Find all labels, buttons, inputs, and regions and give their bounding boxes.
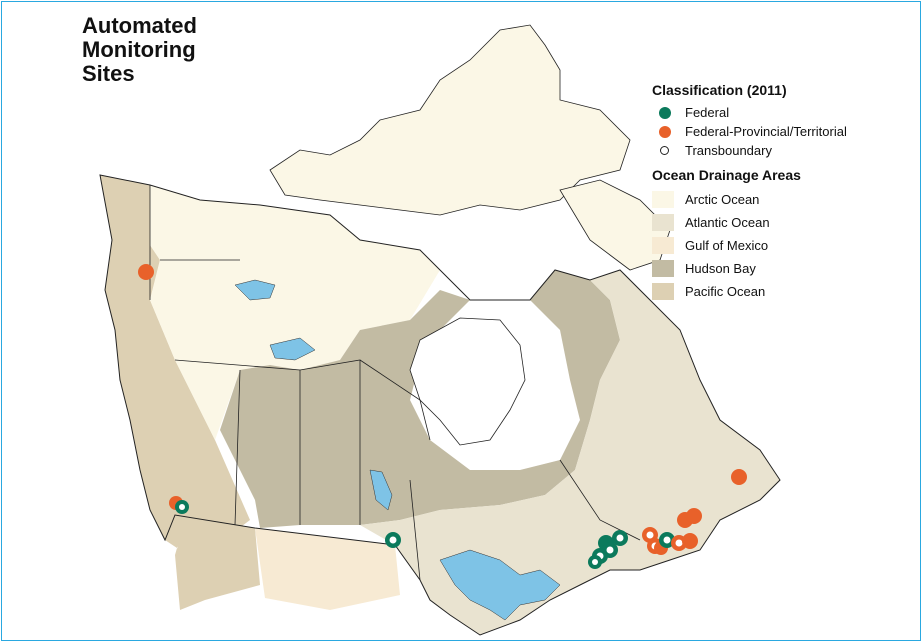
legend-item-pacific-ocean: Pacific Ocean: [652, 280, 912, 303]
gulf-of-mexico-drainage: [255, 528, 400, 610]
legend-item-federal: Federal: [652, 103, 912, 122]
great-bear-lake: [234, 279, 276, 301]
legend-label: Federal-Provincial/Territorial: [685, 124, 847, 139]
legend-item-gulf-of-mexico: Gulf of Mexico: [652, 234, 912, 257]
legend-label: Federal: [685, 105, 730, 120]
legend-label: Gulf of Mexico: [685, 238, 769, 253]
hudson-bay-swatch: [652, 260, 674, 277]
site-transboundary-marker: [179, 504, 185, 510]
pacific-ocean-drainage: [100, 175, 250, 610]
hudson-bay-water: [409, 317, 526, 446]
site-transboundary-marker: [663, 536, 671, 544]
legend-item-atlantic-ocean: Atlantic Ocean: [652, 211, 912, 234]
legend-item-hudson-bay: Hudson Bay: [652, 257, 912, 280]
legend-drainage-heading: Ocean Drainage Areas: [652, 167, 801, 183]
gulf-of-mexico-swatch: [652, 237, 674, 254]
arctic-islands: [269, 24, 631, 216]
pacific-ocean-drainage-south: [175, 515, 260, 600]
legend-item-federal-provincial: Federal-Provincial/Territorial: [652, 122, 912, 141]
legend-label: Arctic Ocean: [685, 192, 760, 207]
federal-provincial-circle-icon: [659, 126, 671, 138]
site-federal-provincial-ns[interactable]: [682, 533, 698, 549]
legend-label: Atlantic Ocean: [685, 215, 770, 230]
legend-label: Pacific Ocean: [685, 284, 766, 299]
legend-item-arctic-ocean: Arctic Ocean: [652, 188, 912, 211]
site-transboundary-marker: [675, 539, 683, 547]
lake-winnipeg: [369, 469, 393, 511]
title-line-2: Monitoring: [82, 37, 196, 62]
site-transboundary-marker: [606, 546, 614, 554]
site-transboundary-marker: [592, 559, 598, 565]
monitoring-sites: [138, 264, 747, 569]
site-transboundary-marker: [389, 536, 397, 544]
site-federal-provincial-yukon[interactable]: [138, 264, 154, 280]
transboundary-circle-icon: [660, 146, 669, 155]
provincial-borders: [149, 185, 641, 581]
canada-outline: [99, 174, 781, 636]
site-transboundary-marker: [616, 534, 624, 542]
arctic-ocean-swatch: [652, 191, 674, 208]
title-line-1: Automated: [82, 13, 197, 38]
federal-circle-icon: [659, 107, 671, 119]
title-line-3: Sites: [82, 61, 135, 86]
site-federal-provincial-ns[interactable]: [686, 508, 702, 524]
hudson-bay-drainage: [220, 270, 620, 528]
map-legend: Classification (2011) Federal Federal-Pr…: [652, 82, 912, 303]
great-slave-lake: [269, 337, 316, 361]
site-transboundary-marker: [646, 531, 654, 539]
legend-classification-heading: Classification (2011): [652, 82, 787, 98]
great-lakes: [439, 549, 561, 621]
legend-label: Hudson Bay: [685, 261, 756, 276]
site-federal-provincial-nl[interactable]: [731, 469, 747, 485]
arctic-ocean-drainage: [150, 185, 440, 440]
baffin-island: [559, 179, 671, 271]
legend-label: Transboundary: [685, 143, 772, 158]
atlantic-ocean-swatch: [652, 214, 674, 231]
pacific-ocean-swatch: [652, 283, 674, 300]
map-title: Automated Monitoring Sites: [82, 14, 197, 86]
legend-item-transboundary: Transboundary: [652, 141, 912, 160]
